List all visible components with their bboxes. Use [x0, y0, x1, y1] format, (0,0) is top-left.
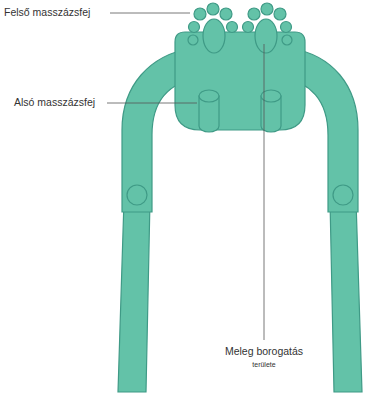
leader-lines	[107, 13, 264, 340]
part-label: területe	[252, 361, 275, 368]
leader-line	[107, 103, 197, 104]
upper-head-nub	[261, 3, 273, 15]
upper-head-nub	[227, 22, 238, 33]
massager-body	[118, 3, 362, 392]
leader-line	[264, 44, 265, 340]
part-label: Felső masszázsfej	[4, 6, 90, 18]
upper-head-nub	[220, 8, 232, 20]
right-joint	[333, 185, 353, 205]
part-label: Alsó masszázsfej	[14, 96, 95, 108]
upper-head-nub	[188, 35, 198, 45]
upper-head-nub	[281, 22, 292, 33]
left-joint	[127, 185, 147, 205]
upper-head	[203, 19, 225, 53]
upper-head-nub	[282, 35, 292, 45]
center-plate	[175, 32, 305, 130]
lower-head-top	[199, 90, 219, 102]
upper-head-nub	[274, 8, 286, 20]
leader-line	[110, 13, 190, 14]
upper-head-nub	[189, 22, 200, 33]
right-strap	[330, 200, 362, 392]
upper-head-nub	[248, 8, 260, 20]
left-strap	[118, 200, 150, 392]
upper-head-nub	[194, 8, 206, 20]
upper-head	[255, 19, 277, 53]
upper-head-nub	[207, 3, 219, 15]
part-label: Meleg borogatás	[225, 345, 303, 357]
upper-head-nub	[243, 22, 254, 33]
